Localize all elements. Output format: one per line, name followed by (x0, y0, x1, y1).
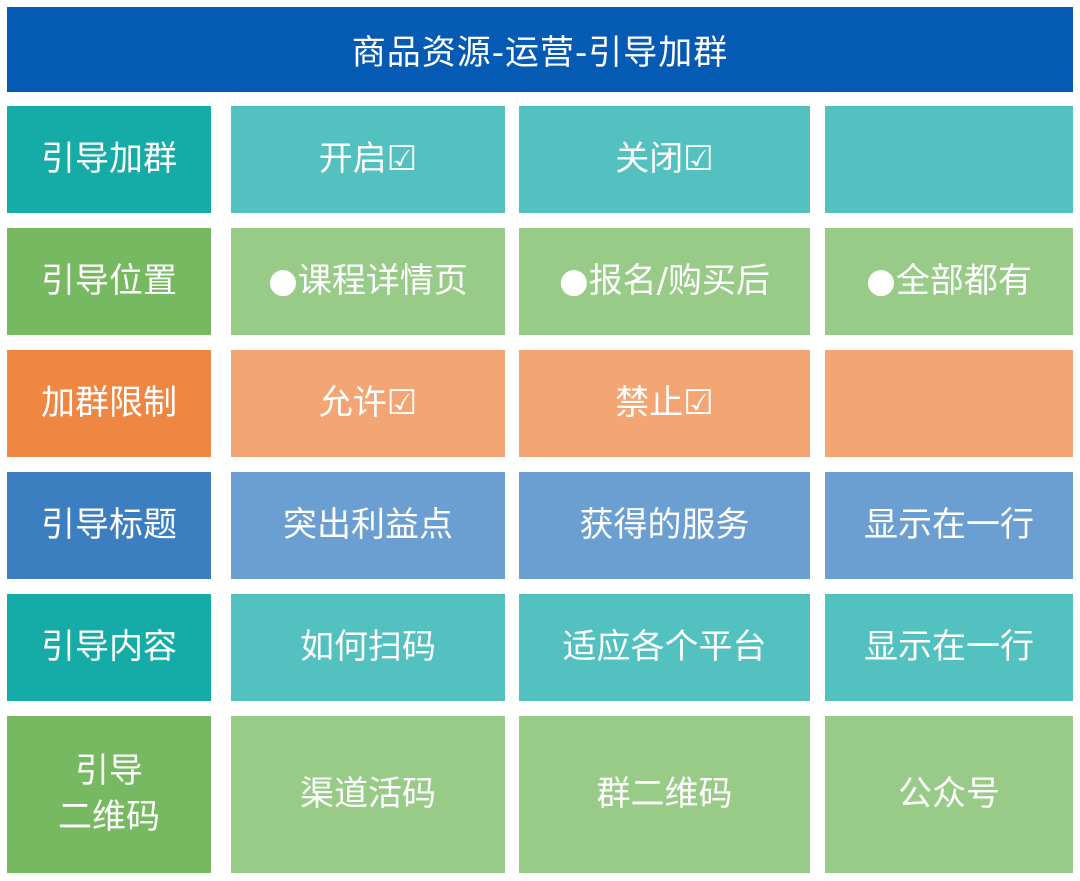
guide-content-option-1: 如何扫码 (231, 594, 505, 701)
guide-title-option-1: 突出利益点 (231, 472, 505, 579)
guide-title-option-3: 显示在一行 (825, 472, 1073, 579)
guide-position-option-2: ●报名/购买后 (519, 228, 810, 335)
join-group-limit-option-3 (825, 350, 1073, 457)
guide-qrcode-option-3: 公众号 (825, 716, 1073, 873)
guide-join-group-option-2: 关闭☑ (519, 106, 810, 213)
row-header-guide-join-group: 引导加群 (7, 106, 211, 213)
row-header-join-group-limit: 加群限制 (7, 350, 211, 457)
guide-content-option-3: 显示在一行 (825, 594, 1073, 701)
guide-position-option-3: ●全部都有 (825, 228, 1073, 335)
join-group-limit-option-1: 允许☑ (231, 350, 505, 457)
guide-join-group-option-3 (825, 106, 1073, 213)
guide-qrcode-option-1: 渠道活码 (231, 716, 505, 873)
guide-join-group-option-1: 开启☑ (231, 106, 505, 213)
guide-title-option-2: 获得的服务 (519, 472, 810, 579)
row-header-guide-position: 引导位置 (7, 228, 211, 335)
diagram-title: 商品资源-运营-引导加群 (7, 7, 1073, 92)
guide-content-option-2: 适应各个平台 (519, 594, 810, 701)
row-header-guide-qrcode: 引导 二维码 (7, 716, 211, 873)
join-group-limit-option-2: 禁止☑ (519, 350, 810, 457)
row-header-guide-title: 引导标题 (7, 472, 211, 579)
guide-position-option-1: ●课程详情页 (231, 228, 505, 335)
guide-qrcode-option-2: 群二维码 (519, 716, 810, 873)
row-header-guide-content: 引导内容 (7, 594, 211, 701)
